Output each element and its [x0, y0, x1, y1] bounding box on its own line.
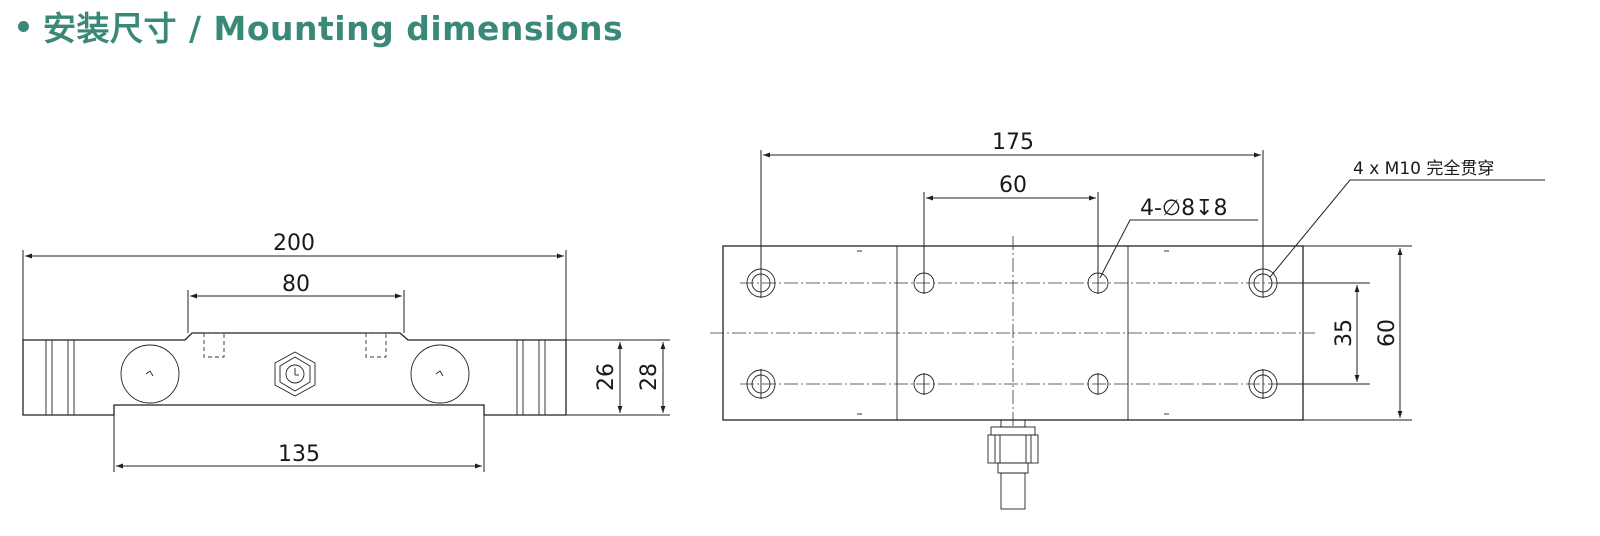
section-header: 安装尺寸 / Mounting dimensions: [18, 2, 623, 50]
blind-holes-8mm: [913, 272, 1109, 395]
section-title: 安装尺寸 / Mounting dimensions: [43, 9, 624, 48]
dim-hole-row-spacing: 35: [1332, 319, 1357, 347]
dim-overall-length: 200: [273, 231, 315, 256]
cable: [1000, 472, 1026, 510]
dim-thread-hole-spacing: 60: [999, 173, 1027, 198]
top-view: 175 60 35 60 4-∅8↧8 4 x M10 完全贯穿: [710, 130, 1545, 510]
dim-mounting-hole-spacing: 175: [992, 130, 1034, 155]
through-hole-leader: [1269, 179, 1545, 278]
left-hidden-hole: [203, 332, 225, 358]
left-gauge-cover: [120, 344, 180, 404]
side-view: 200 80 135 26 28: [22, 231, 670, 472]
cable-gland: [987, 419, 1039, 474]
left-end-sleeve: [45, 339, 75, 416]
dim-outer-height: 28: [637, 363, 662, 391]
blind-hole-callout: 4-∅8↧8: [1140, 196, 1228, 221]
right-hidden-hole: [365, 332, 387, 358]
through-holes-m10: [746, 268, 1278, 399]
hex-gland: [274, 351, 316, 397]
right-gauge-cover: [410, 344, 470, 404]
bullet-icon: [18, 20, 29, 32]
blind-hole-leader: [1099, 219, 1258, 279]
dim-bottom-length: 135: [278, 442, 320, 467]
load-cell-side-outline: [22, 332, 567, 416]
dim-width: 60: [1375, 319, 1400, 347]
through-hole-callout: 4 x M10 完全贯穿: [1353, 159, 1494, 179]
right-end-sleeve: [516, 339, 546, 416]
dim-hole-spacing: 80: [282, 272, 310, 297]
dim-inner-height: 26: [594, 363, 619, 391]
